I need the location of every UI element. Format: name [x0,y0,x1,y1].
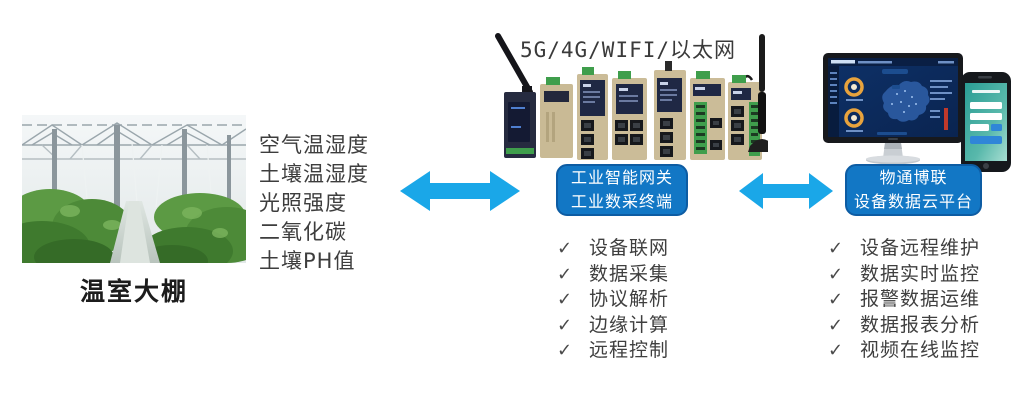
check-icon: ✓ [828,340,845,361]
check-icon: ✓ [828,289,845,310]
cloud-label-line1: 物通博联 [879,168,948,187]
bidirectional-arrow-icon [739,173,833,209]
check-icon: ✓ [557,238,574,259]
bidirectional-arrow-icon [400,171,520,211]
gateway-label-box: 工业智能网关 工业数采终端 [556,164,688,216]
feature-label: 数据采集 [589,262,670,285]
feature-label: 报警数据运维 [860,288,981,310]
feature-label: 远程控制 [589,339,670,361]
network-types-label: 5G/4G/WIFI/以太网 [519,38,737,62]
check-icon: ✓ [828,314,845,336]
feature-row: ✓ 报警数据运维 [828,287,980,313]
feature-row: ✓ 协议解析 [557,287,669,313]
feature-row: ✓ 边缘计算 [557,313,669,339]
gateway-label-line1: 工业智能网关 [570,168,673,187]
check-icon: ✓ [557,289,574,310]
check-icon: ✓ [828,238,845,259]
sensor-item: 光照强度 [259,191,347,215]
check-icon: ✓ [557,263,574,285]
gateway-label-line2: 工业数采终端 [570,192,673,211]
feature-label: 数据实时监控 [860,262,981,285]
feature-label: 数据报表分析 [860,313,981,336]
sensor-item: 土壤温湿度 [259,162,369,186]
feature-row: ✓ 数据实时监控 [828,262,980,288]
feature-row: ✓ 设备联网 [557,236,669,262]
check-icon: ✓ [828,263,845,285]
feature-row: ✓ 数据报表分析 [828,313,980,339]
feature-row: ✓ 视频在线监控 [828,338,980,364]
gateway-feature-list: ✓ 设备联网 ✓ 数据采集 ✓ 协议解析 ✓ 边缘计算 ✓ 远程控制 [557,236,669,364]
feature-label: 设备远程维护 [860,237,981,259]
feature-row: ✓ 数据采集 [557,262,669,288]
feature-label: 边缘计算 [589,313,670,336]
sensor-item: 空气温湿度 [259,133,369,157]
feature-row: ✓ 设备远程维护 [828,236,980,262]
greenhouse-photo [22,115,246,263]
check-icon: ✓ [557,314,574,336]
cloud-platform-phone-image [961,72,1011,172]
feature-label: 设备联网 [589,237,670,259]
sensor-item: 二氧化碳 [259,220,347,244]
check-icon: ✓ [557,340,574,361]
greenhouse-caption: 温室大棚 [79,277,188,306]
gateway-devices-image [495,33,768,160]
cloud-label-line2: 设备数据云平台 [853,192,973,211]
cloud-platform-monitor-image [823,53,963,165]
sensor-list: 空气温湿度 土壤温湿度 光照强度 二氧化碳 土壤PH值 [259,131,369,276]
cloud-label-box: 物通博联 设备数据云平台 [845,164,982,216]
feature-label: 协议解析 [589,288,670,310]
feature-row: ✓ 远程控制 [557,338,669,364]
cloud-feature-list: ✓ 设备远程维护 ✓ 数据实时监控 ✓ 报警数据运维 ✓ 数据报表分析 ✓ 视频… [828,236,980,364]
feature-label: 视频在线监控 [860,339,981,361]
sensor-item: 土壤PH值 [259,249,356,273]
